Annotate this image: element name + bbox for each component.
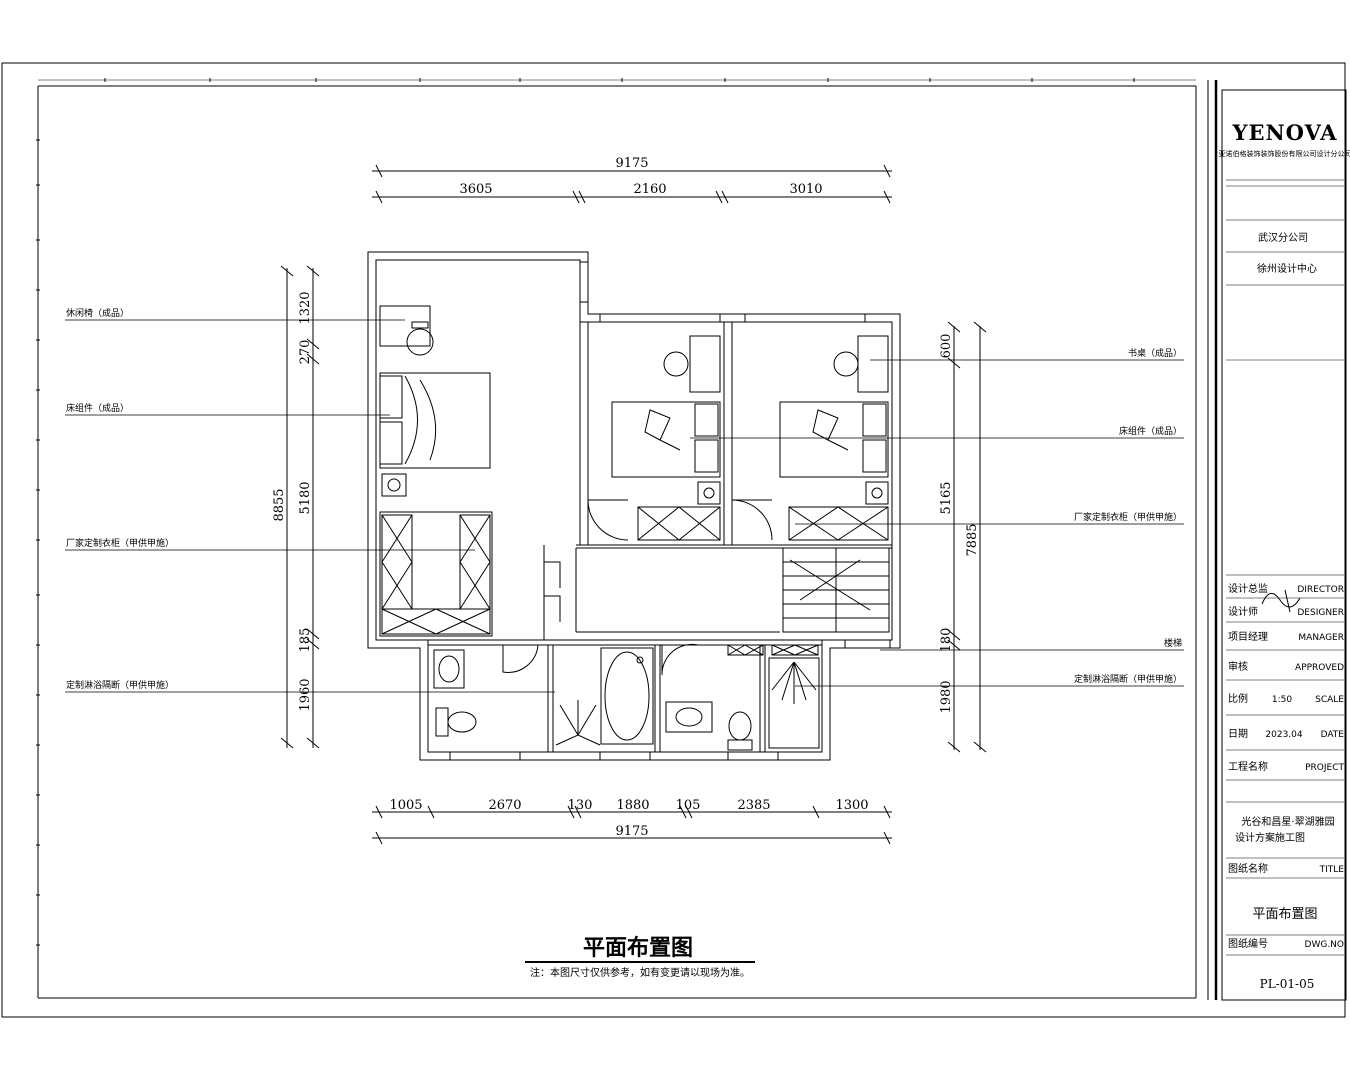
door-master <box>544 561 561 622</box>
branch-name: 武汉分公司 <box>1258 231 1308 244</box>
master-bed <box>379 372 491 497</box>
drawing-note: 注：本图尺寸仅供参考，如有变更请以现场为准。 <box>530 966 750 979</box>
dim-right-part-1: 600 <box>939 334 954 359</box>
dim-top-part-2: 2160 <box>633 182 666 197</box>
bottom-dimensions <box>372 805 892 845</box>
row-designer-en: DESIGNER <box>1297 608 1344 618</box>
label-shower-left: 定制淋浴隔断（甲供甲施） <box>66 679 174 691</box>
row-date-value: 2023.04 <box>1265 730 1302 740</box>
project-name-line-1: 光谷和昌星·翠湖雅园 <box>1241 815 1334 828</box>
dim-right-part-2: 5165 <box>939 481 954 514</box>
row-date-en: DATE <box>1321 730 1345 740</box>
bathroom-1-fixtures <box>433 647 654 746</box>
row-approved-en: APPROVED <box>1295 663 1344 673</box>
outer-wall-inner <box>375 259 893 753</box>
designer-signature <box>1261 589 1301 613</box>
bedroom-3-furniture <box>779 335 889 541</box>
floor-plan <box>367 251 901 761</box>
window-right-1 <box>844 639 891 649</box>
project-name-line-2: 设计方案施工图 <box>1235 831 1305 844</box>
dim-right-total: 7885 <box>965 523 980 556</box>
label-wardrobe-right: 厂家定制衣柜（甲供甲施） <box>1074 511 1182 523</box>
sheet-border <box>1 62 1346 1018</box>
row-scale-en: SCALE <box>1315 695 1344 705</box>
leader-lines <box>65 319 1184 693</box>
label-shower-right: 定制淋浴隔断（甲供甲施） <box>1074 673 1182 685</box>
row-manager-cn: 项目经理 <box>1228 630 1268 643</box>
frame-ticks <box>36 78 1135 946</box>
row-scale-value: 1:50 <box>1272 695 1292 705</box>
row-director-cn: 设计总监 <box>1228 582 1268 595</box>
dim-bottom-part-4: 1880 <box>616 798 649 813</box>
window-top-3 <box>744 313 866 323</box>
label-lounge-chair: 休闲椅（成品） <box>66 307 129 319</box>
row-project-cn: 工程名称 <box>1228 760 1268 773</box>
dim-bottom-part-2: 2670 <box>488 798 521 813</box>
dim-top-part-3: 3010 <box>789 182 822 197</box>
left-dimensions <box>280 265 320 749</box>
door-bedroom-2 <box>731 499 773 541</box>
dim-left-part-5: 1960 <box>298 678 313 711</box>
drawing-name-label: 图纸名称 <box>1228 862 1268 875</box>
dim-bottom-part-6: 2385 <box>737 798 770 813</box>
outer-wall-outer <box>367 251 901 761</box>
dim-bottom-part-7: 1300 <box>835 798 868 813</box>
company-logo: YENOVA <box>1231 120 1337 145</box>
drawing-no-en: DWG.NO <box>1305 940 1344 950</box>
dim-bottom-total: 9175 <box>615 824 648 839</box>
dim-top-total: 9175 <box>615 156 648 171</box>
top-dimensions <box>372 164 892 204</box>
dim-right-part-4: 1980 <box>939 680 954 713</box>
drawing-no-value: PL-01-05 <box>1260 977 1315 991</box>
row-project-en: PROJECT <box>1305 763 1344 773</box>
drawing-name-en: TITLE <box>1319 865 1345 875</box>
dim-bottom-part-5: 105 <box>676 798 701 813</box>
window-bottom-1 <box>449 751 521 761</box>
dim-left-part-4: 185 <box>298 628 313 653</box>
dim-bottom-part-3: 130 <box>568 798 593 813</box>
dim-left-outer: 8855 <box>272 488 287 521</box>
window-bottom-3 <box>727 751 779 761</box>
door-bedroom-1 <box>587 499 629 541</box>
label-master-wardrobe: 厂家定制衣柜（甲供甲施） <box>66 537 174 549</box>
door-bath-1 <box>502 644 539 673</box>
dim-left-part-2: 270 <box>298 340 313 365</box>
label-master-bed: 床组件（成品） <box>66 402 129 414</box>
window-top-2 <box>599 313 721 323</box>
label-desk: 书桌（成品） <box>1128 347 1182 359</box>
dim-top-part-1: 3605 <box>459 182 492 197</box>
dim-left-part-1: 1320 <box>298 291 313 324</box>
bedroom-2-furniture <box>611 335 721 541</box>
lounge-chair <box>379 305 434 356</box>
company-name: 亚诺伯格装饰装饰股份有限公司设计分公司 <box>1219 149 1350 158</box>
row-scale-cn: 比例 <box>1228 692 1248 705</box>
row-date-cn: 日期 <box>1228 728 1248 740</box>
title-block <box>1207 80 1347 1001</box>
right-dimensions <box>947 321 987 753</box>
drawing-no-label: 图纸编号 <box>1228 937 1268 950</box>
row-approved-cn: 审核 <box>1228 660 1248 673</box>
door-bath-2 <box>661 643 699 676</box>
staircase <box>782 547 890 633</box>
dim-right-part-3: 180 <box>939 628 954 653</box>
dim-bottom-part-1: 1005 <box>389 798 422 813</box>
drawing-title: 平面布置图 <box>583 935 693 961</box>
label-stairs: 楼梯 <box>1164 637 1182 649</box>
drawing-frame <box>37 79 1197 999</box>
row-designer-cn: 设计师 <box>1228 605 1258 618</box>
window-top-1 <box>579 261 589 303</box>
window-bottom-2 <box>599 751 651 761</box>
row-director-en: DIRECTOR <box>1297 585 1344 595</box>
master-wardrobe <box>379 511 493 637</box>
bathroom-2-fixtures <box>665 644 820 751</box>
label-bed-right: 床组件（成品） <box>1119 425 1182 437</box>
drawing-name-value: 平面布置图 <box>1252 907 1317 922</box>
row-manager-en: MANAGER <box>1298 633 1344 643</box>
design-center: 徐州设计中心 <box>1257 262 1317 275</box>
dim-left-part-3: 5180 <box>298 481 313 514</box>
